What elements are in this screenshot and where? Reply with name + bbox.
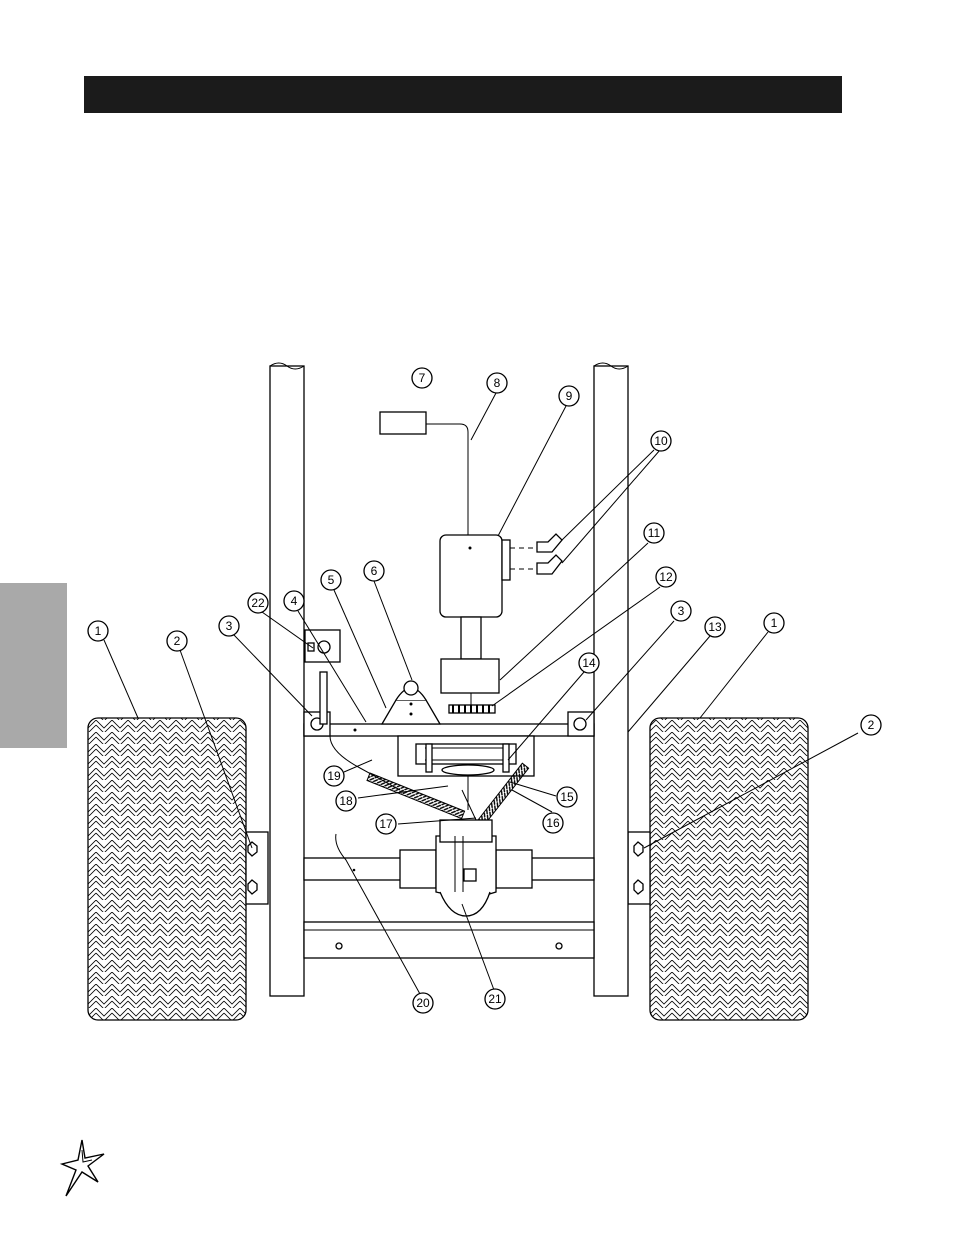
cross-bar <box>303 711 595 737</box>
fittings <box>510 533 563 575</box>
callout: 7 <box>411 367 433 389</box>
right-bearing-icon <box>573 717 587 731</box>
callout: 2 <box>166 630 188 652</box>
bracket-post <box>319 671 328 725</box>
header-bar <box>84 76 842 113</box>
right-hub-bolt-icon <box>633 841 644 857</box>
callout: 3 <box>218 615 240 637</box>
callout: 21 <box>484 988 506 1010</box>
callout: 15 <box>556 786 578 808</box>
callout-label: 2 <box>868 718 875 732</box>
callout: 19 <box>323 765 345 787</box>
callout-label: 19 <box>327 769 341 783</box>
side-tab <box>0 583 67 748</box>
clamp-assembly <box>397 735 535 777</box>
callout-label: 10 <box>654 434 668 448</box>
callout-label: 1 <box>771 616 778 630</box>
control-cable <box>426 423 469 548</box>
callout: 6 <box>363 560 385 582</box>
callout-label: 6 <box>371 564 378 578</box>
callout-label: 2 <box>174 634 181 648</box>
callout-label: 3 <box>226 619 233 633</box>
callout-label: 21 <box>488 992 502 1006</box>
callout-label: 8 <box>494 376 501 390</box>
right-frame-rail <box>593 362 629 997</box>
callout: 10 <box>650 430 672 452</box>
callout-label: 17 <box>379 817 393 831</box>
callout: 16 <box>542 812 564 834</box>
callout-label: 1 <box>95 624 102 638</box>
star-burst-logo-icon <box>59 1139 105 1197</box>
callout: 8 <box>486 372 508 394</box>
callout: 11 <box>643 522 665 544</box>
callout-label: 11 <box>648 526 661 540</box>
callout: 1 <box>763 612 785 634</box>
motor <box>439 534 511 694</box>
motor-mount-bracket <box>380 680 442 725</box>
callout: 5 <box>320 569 342 591</box>
callout-label: 3 <box>678 604 685 618</box>
callout-label: 14 <box>582 656 596 670</box>
callout-label: 18 <box>339 794 353 808</box>
callout: 20 <box>412 992 434 1014</box>
callout-label: 16 <box>546 816 560 830</box>
callout-label: 13 <box>708 620 722 634</box>
callout: 22 <box>247 592 269 614</box>
callout: 3 <box>670 600 692 622</box>
callout: 2 <box>860 714 882 736</box>
callout-label: 9 <box>566 389 573 403</box>
sprocket <box>448 693 496 714</box>
callout-label: 7 <box>419 371 426 385</box>
control-box <box>379 411 427 435</box>
right-hub-bolt-lower-icon <box>633 879 644 895</box>
gearbox <box>399 819 533 917</box>
callout: 12 <box>655 566 677 588</box>
callout: 13 <box>704 616 726 638</box>
callout-label: 4 <box>291 594 298 608</box>
left-hub-bolt-icon <box>247 841 258 857</box>
callout: 14 <box>578 652 600 674</box>
left-tire <box>87 717 269 1021</box>
left-frame-rail <box>269 362 305 997</box>
right-tire <box>627 717 809 1021</box>
callout: 17 <box>375 813 397 835</box>
callout-label: 5 <box>328 573 335 587</box>
callout: 18 <box>335 790 357 812</box>
callout-label: 15 <box>560 790 574 804</box>
callout: 4 <box>283 590 305 612</box>
callout: 9 <box>558 385 580 407</box>
left-hub-bolt-lower-icon <box>247 879 258 895</box>
callout-label: 12 <box>659 570 673 584</box>
callout-label: 22 <box>251 596 265 610</box>
callout-label: 20 <box>416 996 430 1010</box>
callout: 1 <box>87 620 109 642</box>
elbow-fitting-icon <box>536 533 563 553</box>
elbow-fitting-lower-icon <box>536 554 563 575</box>
leader-lines <box>103 392 859 995</box>
